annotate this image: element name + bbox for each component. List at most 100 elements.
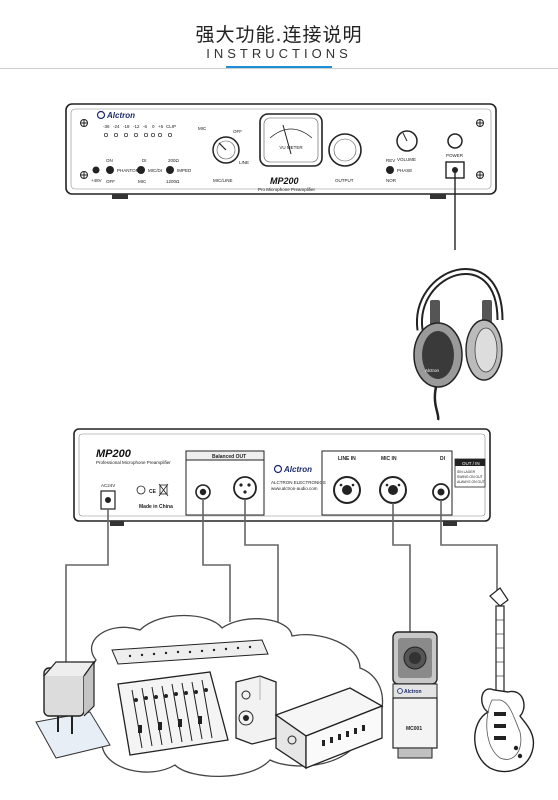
- switch-label: OFF: [106, 179, 115, 184]
- rack-screw-icon: [80, 171, 88, 179]
- vu-meter: VU METER: [259, 113, 323, 167]
- led-label: -12: [133, 124, 140, 129]
- inputs-section: LINE IN MIC IN DI: [321, 450, 453, 516]
- switch-label: IMPED: [177, 168, 192, 173]
- certification-marks: CE Made in China: [136, 483, 173, 510]
- balanced-out-section: Balanced OUT: [185, 450, 265, 516]
- mixer-icon: [117, 671, 229, 756]
- balanced-out-cable-xlr: [244, 499, 279, 622]
- led-meter: -36 -24 -18 -12 -6 0 +6 CLIP: [103, 124, 176, 138]
- mic-in-label: MIC IN: [381, 456, 397, 462]
- switch-phantom[interactable]: ON PHANTOM OFF: [106, 158, 140, 184]
- line-in-combo-jack[interactable]: [333, 476, 361, 504]
- rear-model-desc: Professional Microphone Preamplifier: [96, 460, 171, 465]
- switch-label: ON: [106, 158, 113, 163]
- switch-label: REV: [386, 158, 395, 163]
- page-title: 强大功能.连接说明: [195, 24, 363, 46]
- headphones-icon: Alctron: [413, 267, 504, 421]
- led-label: 0: [152, 124, 155, 129]
- rack-screw-icon: [476, 171, 484, 179]
- switch-label: 200Ω: [168, 158, 180, 163]
- switch-label: MIC/DI: [148, 168, 162, 173]
- weee-bin-icon: [158, 483, 169, 497]
- page-subtitle: INSTRUCTIONS: [206, 46, 352, 61]
- rack-screw-icon: [80, 119, 88, 127]
- rear-model-name: MP200: [96, 448, 132, 460]
- front-foot-left: [112, 194, 128, 199]
- switch-phase[interactable]: REV PHASE NOR: [386, 158, 412, 183]
- ce-mark-icon: CE: [149, 489, 157, 495]
- instrument-cable: [440, 500, 498, 590]
- mic-cable: [392, 503, 411, 640]
- microphone-icon: Alctron MC001: [392, 631, 438, 759]
- rear-foot-left: [110, 521, 124, 526]
- rear-brand-line2: www.alctron-audio.com: [271, 486, 318, 491]
- switch-mic-di[interactable]: DI MIC/DI MIC: [137, 158, 162, 184]
- knob-label: LINE: [239, 160, 249, 165]
- mic-brand: Alctron: [404, 689, 422, 695]
- front-model-desc: Pro Microphone Preamplifier: [258, 187, 316, 192]
- led-label: +6: [158, 124, 164, 129]
- led-label: CLIP: [166, 124, 176, 129]
- made-in-label: Made in China: [139, 504, 173, 510]
- rear-brand-line1: ALCTRON ELECTRONICS: [271, 480, 326, 485]
- power-input-jack[interactable]: AC24V: [100, 483, 116, 510]
- knob-label: MIC: [198, 126, 207, 131]
- header-divider: [0, 68, 558, 69]
- front-model-name: MP200: [270, 176, 299, 186]
- cables: [65, 499, 498, 665]
- switch-label: PHASE: [397, 168, 412, 173]
- studio-monitor-icon: [235, 675, 277, 745]
- output-knob[interactable]: OUTPUT: [328, 133, 362, 183]
- power-amplifier-icon: [274, 687, 384, 770]
- switch-48v[interactable]: +48V: [91, 166, 102, 184]
- brand-name: Alctron: [106, 111, 135, 120]
- balanced-out-label: Balanced OUT: [212, 454, 246, 460]
- electric-guitar-icon: [474, 587, 535, 773]
- legend-line: ALWAYS ON OUT: [457, 480, 485, 484]
- out-in-label: OUT / IN: [462, 461, 480, 466]
- led-label: -18: [123, 124, 130, 129]
- line-in-label: LINE IN: [338, 456, 356, 462]
- switch-label: DI: [142, 158, 147, 163]
- knob-label: OUTPUT: [335, 178, 354, 183]
- led-label: -36: [103, 124, 110, 129]
- switch-impedance[interactable]: 200Ω IMPED 1200Ω: [166, 158, 192, 184]
- brand-logo: Alctron: [96, 110, 135, 120]
- switch-label: NOR: [386, 178, 397, 183]
- xlr-out-connector[interactable]: [233, 476, 257, 500]
- front-foot-right: [430, 194, 446, 199]
- di-label: DI: [440, 456, 446, 462]
- header-accent-bar: [226, 66, 332, 68]
- led-label: -24: [113, 124, 120, 129]
- di-input-jack[interactable]: [432, 483, 450, 501]
- headphone-jack[interactable]: [445, 161, 465, 179]
- meter-label: VU METER: [279, 145, 303, 150]
- power-label: POWER: [446, 153, 464, 158]
- rear-panel: MP200 Professional Microphone Preamplifi…: [73, 428, 491, 526]
- switch-label: 1200Ω: [166, 179, 180, 184]
- out-in-legend: OUT / IN SIN LAGER SWING ON OUT ALWAYS O…: [454, 458, 486, 488]
- rear-brand-logo: Alctron ALCTRON ELECTRONICS www.alctron-…: [271, 464, 326, 491]
- switch-label: PHANTOM: [117, 168, 140, 173]
- power-input-label: AC24V: [101, 483, 115, 488]
- mic-in-combo-jack[interactable]: [379, 476, 407, 504]
- volume-knob[interactable]: VOLUME: [396, 130, 418, 162]
- knob-label: OFF: [233, 129, 242, 134]
- balanced-out-cable-trs: [202, 499, 231, 622]
- knob-label: VOLUME: [397, 157, 416, 162]
- led-label: -6: [143, 124, 147, 129]
- legend-line: SWING ON OUT: [457, 475, 483, 479]
- balanced-out-jack[interactable]: [195, 484, 211, 500]
- rear-brand-name: Alctron: [283, 465, 312, 474]
- knob-label: MIC/LINE: [213, 178, 233, 183]
- power-cable: [65, 509, 109, 665]
- rack-screw-icon: [476, 119, 484, 127]
- power-adapter-icon: [35, 660, 111, 759]
- headphones-brand: Alctron: [425, 368, 440, 373]
- mic-line-gain-knob[interactable]: MIC LINE OFF MIC/LINE: [198, 126, 249, 183]
- patchbay-icon: [111, 639, 269, 665]
- switch-label: +48V: [91, 178, 102, 183]
- power-button[interactable]: POWER: [446, 133, 464, 158]
